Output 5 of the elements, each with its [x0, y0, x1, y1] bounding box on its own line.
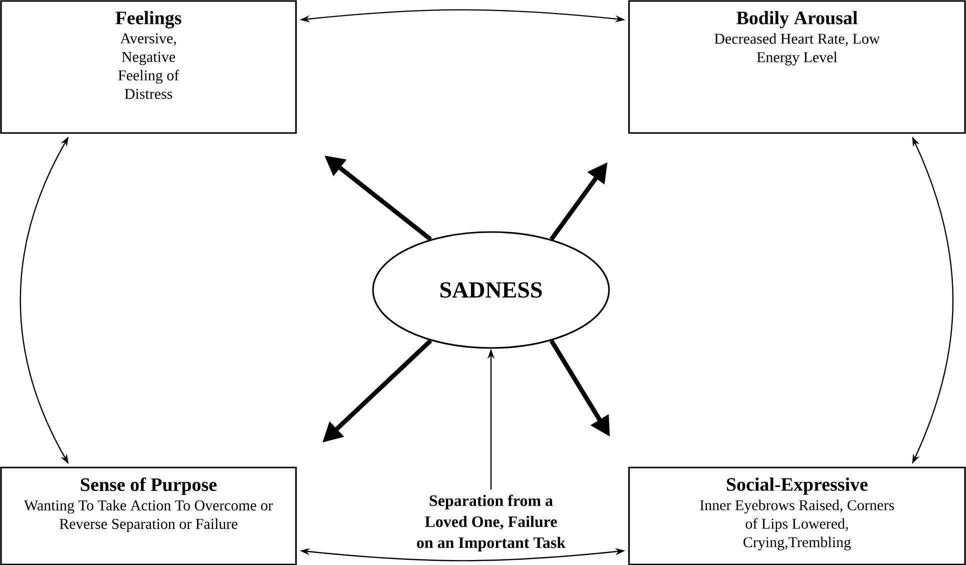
cause-text: Separation from a Loved One, Failure on an Important Task: [417, 494, 566, 552]
component-box: Social-Expressive Inner Eyebrows Raised, Corners of Lips Lowered, Crying,Trembling: [628, 466, 966, 565]
component-box: Bodily Arousal Decreased Heart Rate, Low Energy Level: [628, 0, 966, 134]
component-box: Feelings Aversive, Negative Feeling of Distress: [0, 0, 297, 134]
component-box: Sense of Purpose Wanting To Take Action To Overcome or Reverse Separation or Failure: [0, 466, 297, 565]
